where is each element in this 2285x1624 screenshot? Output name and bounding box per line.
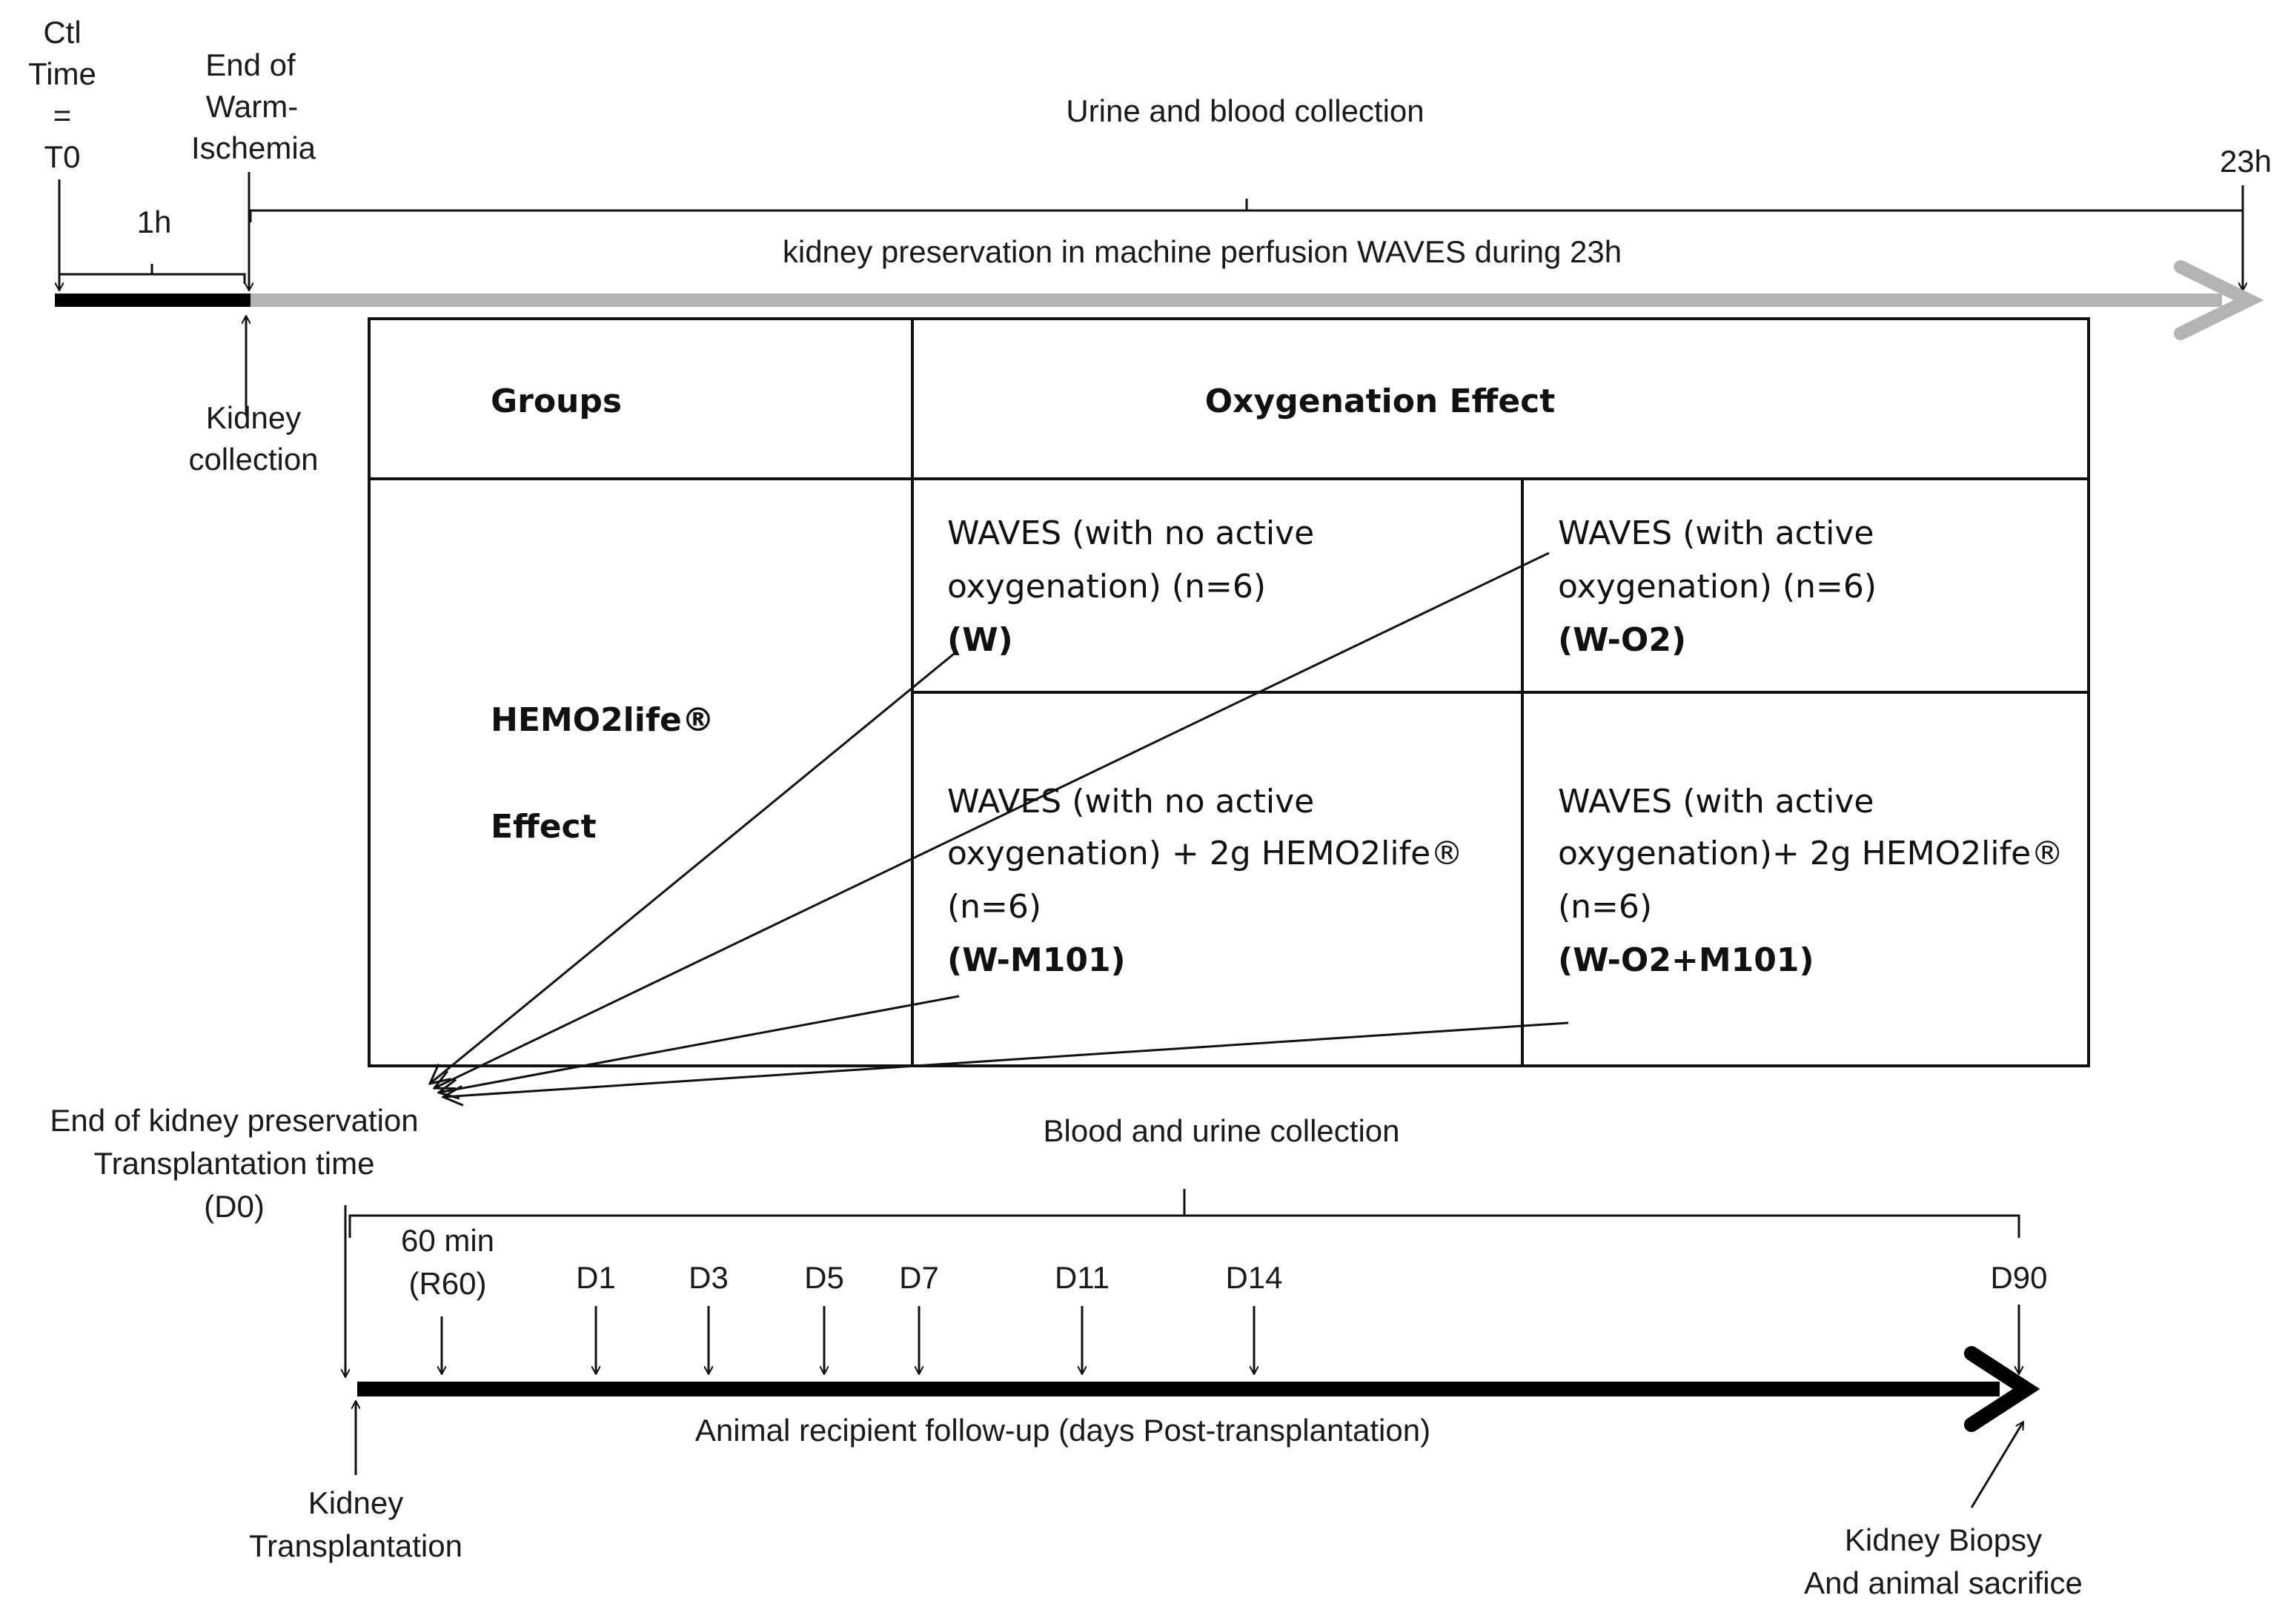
svg-text:Warm-: Warm- [206, 89, 298, 124]
svg-text:oxygenation) + 2g HEMO2life®: oxygenation) + 2g HEMO2life® [947, 835, 1463, 872]
preservation-label: kidney preservation in machine perfusion… [783, 234, 1622, 269]
svg-text:Time: Time [28, 56, 96, 91]
arrow-w-o2-m101-to-d0 [443, 1021, 1569, 1097]
header-oxygenation-effect: Oxygenation Effect [1205, 382, 1555, 420]
day-label-d11: D11 [1055, 1260, 1110, 1295]
svg-text:oxygenation) (n=6): oxygenation) (n=6) [1558, 568, 1877, 606]
urine-blood-bracket [249, 199, 2244, 222]
svg-text:End of kidney preservation: End of kidney preservation [50, 1103, 418, 1138]
header-groups: Groups [491, 382, 622, 420]
svg-text:WAVES (with active: WAVES (with active [1558, 783, 1874, 821]
day-ticks: D1 D3 D5 D7 D11 D14 [576, 1260, 1283, 1374]
svg-text:(R60): (R60) [408, 1266, 486, 1301]
end-warm-ischemia-label: End of Warm- Ischemia [191, 47, 316, 165]
svg-text:Transplantation time: Transplantation time [94, 1146, 375, 1181]
svg-text:Ischemia: Ischemia [191, 130, 316, 165]
arrow-w-to-d0 [430, 649, 958, 1084]
kidney-collection-label: Kidney collection [188, 400, 318, 477]
biopsy-arrow [1970, 1422, 2025, 1508]
svg-text:(W-O2+M101): (W-O2+M101) [1558, 941, 1814, 979]
svg-text:(D0): (D0) [204, 1189, 265, 1224]
one-hour-bracket [58, 264, 246, 284]
duration-1h-label: 1h [137, 205, 172, 239]
kidney-biopsy-label: Kidney Biopsy And animal sacrifice [1804, 1522, 2083, 1600]
svg-text:HEMO2life®: HEMO2life® [491, 701, 714, 739]
day-label-d1: D1 [576, 1260, 616, 1295]
row-label-hemo2life-effect: HEMO2life® Effect [491, 701, 714, 846]
svg-text:60 min: 60 min [401, 1223, 494, 1258]
followup-arrowhead [1964, 1346, 2040, 1432]
cell-w: WAVES (with no active oxygenation) (n=6)… [947, 514, 1314, 659]
groups-table [368, 317, 2090, 1067]
arrow-w-o2-to-d0 [434, 551, 1550, 1088]
ctl-time-label: Ctl Time = T0 [28, 15, 96, 174]
svg-text:WAVES (with no active: WAVES (with no active [947, 783, 1314, 821]
svg-text:Effect: Effect [491, 808, 597, 846]
blood-urine-collection-label: Blood and urine collection [1044, 1113, 1400, 1148]
svg-text:(n=6): (n=6) [947, 888, 1041, 926]
svg-text:Transplantation: Transplantation [249, 1528, 462, 1563]
svg-text:T0: T0 [44, 139, 80, 174]
svg-text:Kidney Biopsy: Kidney Biopsy [1845, 1522, 2042, 1557]
preservation-arrowhead [2174, 260, 2264, 340]
day-label-d3: D3 [689, 1260, 729, 1295]
svg-text:oxygenation)+ 2g HEMO2life®: oxygenation)+ 2g HEMO2life® [1558, 835, 2063, 872]
svg-text:Ctl: Ctl [43, 15, 81, 50]
svg-text:collection: collection [188, 442, 318, 477]
day-label-d7: D7 [899, 1260, 939, 1295]
day-label-d5: D5 [804, 1260, 844, 1295]
svg-text:Kidney: Kidney [206, 400, 301, 435]
cell-w-o2: WAVES (with active oxygenation) (n=6) (W… [1558, 514, 1877, 659]
followup-label: Animal recipient follow-up (days Post-tr… [695, 1413, 1430, 1448]
svg-text:WAVES (with active: WAVES (with active [1558, 514, 1874, 552]
urine-blood-collection-label: Urine and blood collection [1066, 93, 1424, 128]
d90-label: D90 [1990, 1260, 2047, 1295]
svg-text:And animal sacrifice: And animal sacrifice [1804, 1565, 2083, 1600]
svg-text:Kidney: Kidney [308, 1485, 403, 1520]
svg-text:oxygenation) (n=6): oxygenation) (n=6) [947, 568, 1266, 606]
label-23h: 23h [2220, 144, 2272, 179]
preservation-bar [251, 294, 2222, 307]
svg-text:(W): (W) [947, 621, 1013, 659]
svg-text:(W-O2): (W-O2) [1558, 621, 1686, 659]
r60-label: 60 min (R60) [401, 1223, 494, 1301]
svg-text:(W-M101): (W-M101) [947, 941, 1126, 979]
arrow-w-m101-to-d0 [439, 995, 960, 1093]
svg-text:WAVES (with no active: WAVES (with no active [947, 514, 1314, 552]
warm-ischemia-bar [55, 294, 251, 307]
blood-urine-bracket [348, 1189, 2020, 1238]
kidney-transplantation-label: Kidney Transplantation [249, 1485, 462, 1563]
cell-w-o2-m101: WAVES (with active oxygenation)+ 2g HEMO… [1558, 783, 2063, 979]
followup-bar [357, 1382, 2000, 1396]
svg-text:End of: End of [205, 47, 296, 82]
end-of-preservation-label: End of kidney preservation Transplantati… [50, 1103, 418, 1224]
day-label-d14: D14 [1225, 1260, 1282, 1295]
svg-text:(n=6): (n=6) [1558, 888, 1652, 926]
cell-w-m101: WAVES (with no active oxygenation) + 2g … [947, 783, 1463, 979]
svg-text:=: = [53, 98, 72, 133]
